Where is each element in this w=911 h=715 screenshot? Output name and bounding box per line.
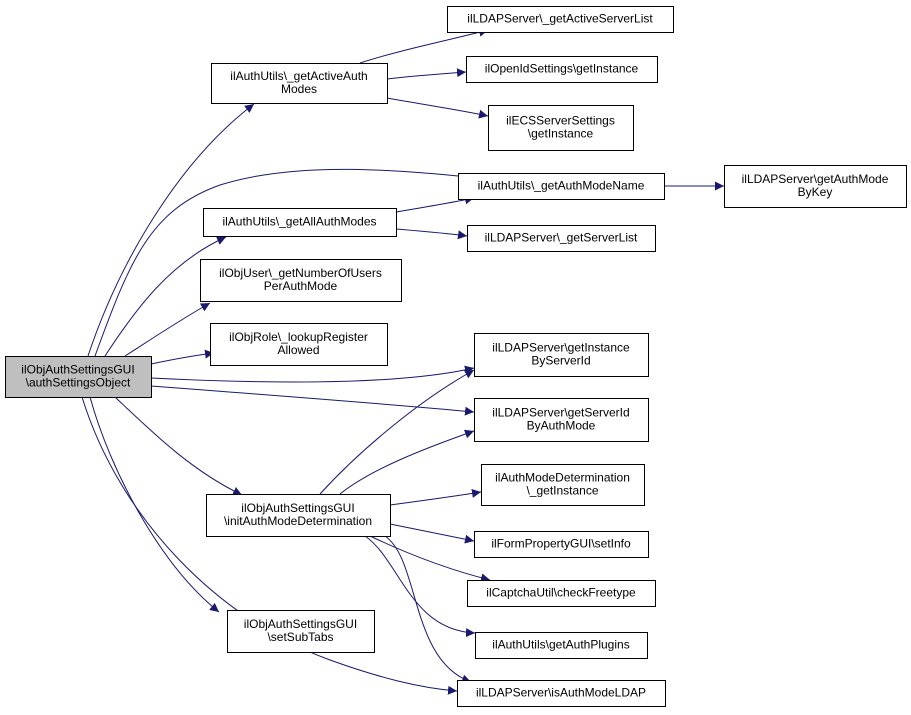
edge-initAuthModeDetermination-to-isAuthModeLDAP <box>384 535 472 684</box>
node-label-line: \setSubTabs <box>267 630 333 644</box>
node-label-line: ilObjAuthSettingsGUI <box>244 617 357 631</box>
node-box <box>474 398 649 442</box>
node-label-line: ilCaptchaUtil\checkFreetype <box>486 586 636 600</box>
node-label-line: ilAuthUtils\_getAllAuthModes <box>222 215 376 229</box>
node-label-line: ilAuthUtils\_getAuthModeName <box>478 179 645 193</box>
node-getActiveServerList[interactable]: ilLDAPServer\_getActiveServerList <box>447 6 674 33</box>
node-label-line: ilLDAPServer\getAuthMode <box>742 172 889 186</box>
node-box <box>458 173 665 200</box>
node-label-line: \authSettingsObject <box>26 376 131 390</box>
edge-root-to-getActiveAuthModes <box>87 103 255 357</box>
node-label-line: ilLDAPServer\getServerId <box>492 406 629 420</box>
node-label-line: \_getInstance <box>526 484 598 498</box>
node-label-line: PerAuthMode <box>264 279 338 293</box>
edge-getActiveAuthModes-to-getActiveServerList <box>359 27 489 64</box>
edges-layer <box>81 27 724 695</box>
node-label-line: ilObjUser\_getNumberOfUsers <box>219 266 382 280</box>
node-label-line: Modes <box>281 82 317 96</box>
edge-getAllAuthModes-to-getServerList <box>395 228 468 240</box>
edge-root-to-lookupRegister <box>150 349 215 365</box>
edge-getAllAuthModes-to-getAuthModeName <box>395 195 475 213</box>
node-label-line: ilECSServerSettings <box>506 114 615 128</box>
node-box <box>203 208 397 237</box>
edge-initAuthModeDetermination-to-setInfo <box>389 523 475 544</box>
edge-initAuthModeDetermination-to-getServerIdByAuthMode <box>339 429 475 495</box>
edge-getActiveAuthModes-to-ecsGetInstance <box>386 97 489 119</box>
node-box <box>724 165 907 208</box>
node-label-line: ilObjAuthSettingsGUI <box>241 501 354 515</box>
edge-initAuthModeDetermination-to-authModeDetGetInstance <box>389 488 482 506</box>
node-label-line: ilAuthUtils\_getActiveAuth <box>230 69 367 83</box>
node-box <box>475 632 648 659</box>
edge-root-to-getAllAuthModes <box>104 236 227 357</box>
node-label-line: ilFormPropertyGUI\setInfo <box>491 537 631 551</box>
node-label-line: \getInstance <box>528 127 594 141</box>
node-box <box>5 356 152 398</box>
node-box <box>206 494 391 537</box>
edge-root-to-getAuthModeName <box>94 168 499 357</box>
edge-initAuthModeDetermination-to-getInstanceByServerId <box>319 369 475 495</box>
node-box <box>447 6 674 33</box>
node-root[interactable]: ilObjAuthSettingsGUI\authSettingsObject <box>5 356 152 398</box>
node-setInfo[interactable]: ilFormPropertyGUI\setInfo <box>474 531 649 558</box>
edge-root-to-getInstanceByServerId <box>150 365 475 383</box>
node-label-line: Allowed <box>277 343 319 357</box>
edge-root-to-getNumberOfUsers <box>124 302 211 357</box>
node-authModeDetGetInstance[interactable]: ilAuthModeDetermination\_getInstance <box>481 464 645 506</box>
node-label-line: ilLDAPServer\_getServerList <box>485 231 638 245</box>
edge-initAuthModeDetermination-to-getAuthPlugins <box>364 535 476 638</box>
node-label-line: ByKey <box>798 185 833 199</box>
node-label-line: ilObjAuthSettingsGUI <box>21 363 134 377</box>
node-box <box>481 464 645 506</box>
node-box <box>457 680 666 707</box>
edge-initAuthModeDetermination-to-checkFreetype <box>369 535 491 583</box>
node-label-line: ilLDAPServer\_getActiveServerList <box>467 12 653 26</box>
node-box <box>211 63 388 104</box>
node-getAuthPlugins[interactable]: ilAuthUtils\getAuthPlugins <box>475 632 648 659</box>
node-box <box>200 259 402 302</box>
node-box <box>474 531 649 558</box>
edge-root-to-getServerIdByAuthMode <box>150 385 475 416</box>
node-initAuthModeDetermination[interactable]: ilObjAuthSettingsGUI\initAuthModeDetermi… <box>206 494 391 537</box>
nodes-layer: ilObjAuthSettingsGUI\authSettingsObjecti… <box>5 6 907 707</box>
node-box <box>467 225 656 252</box>
node-checkFreetype[interactable]: ilCaptchaUtil\checkFreetype <box>467 580 656 607</box>
node-getServerList[interactable]: ilLDAPServer\_getServerList <box>467 225 656 252</box>
edge-getActiveAuthModes-to-openIdGetInstance <box>386 68 467 80</box>
node-box <box>210 323 388 366</box>
node-openIdGetInstance[interactable]: ilOpenIdSettings\getInstance <box>466 56 658 83</box>
edge-root-to-initAuthModeDetermination <box>114 396 243 496</box>
node-label-line: ilLDAPServer\getInstance <box>492 341 630 355</box>
node-label-line: ilAuthUtils\getAuthPlugins <box>492 638 629 652</box>
node-box <box>488 105 634 151</box>
node-label-line: \initAuthModeDetermination <box>224 514 372 528</box>
node-box <box>466 56 658 83</box>
node-label-line: ilLDAPServer\isAuthModeLDAP <box>476 686 646 700</box>
node-isAuthModeLDAP[interactable]: ilLDAPServer\isAuthModeLDAP <box>457 680 666 707</box>
node-label-line: ilObjRole\_lookupRegister <box>229 330 368 344</box>
node-box <box>474 333 649 377</box>
node-label-line: ilAuthModeDetermination <box>495 471 630 485</box>
node-setSubTabs[interactable]: ilObjAuthSettingsGUI\setSubTabs <box>227 610 375 653</box>
node-label-line: ilOpenIdSettings\getInstance <box>485 62 639 76</box>
node-getAllAuthModes[interactable]: ilAuthUtils\_getAllAuthModes <box>203 208 397 237</box>
node-box <box>467 580 656 607</box>
node-getAuthModeName[interactable]: ilAuthUtils\_getAuthModeName <box>458 173 665 200</box>
node-box <box>227 610 375 653</box>
edge-root-to-setSubTabs <box>89 396 220 613</box>
node-ecsGetInstance[interactable]: ilECSServerSettings\getInstance <box>488 105 634 151</box>
node-label-line: ByAuthMode <box>527 419 596 433</box>
node-label-line: ByServerId <box>531 354 590 368</box>
